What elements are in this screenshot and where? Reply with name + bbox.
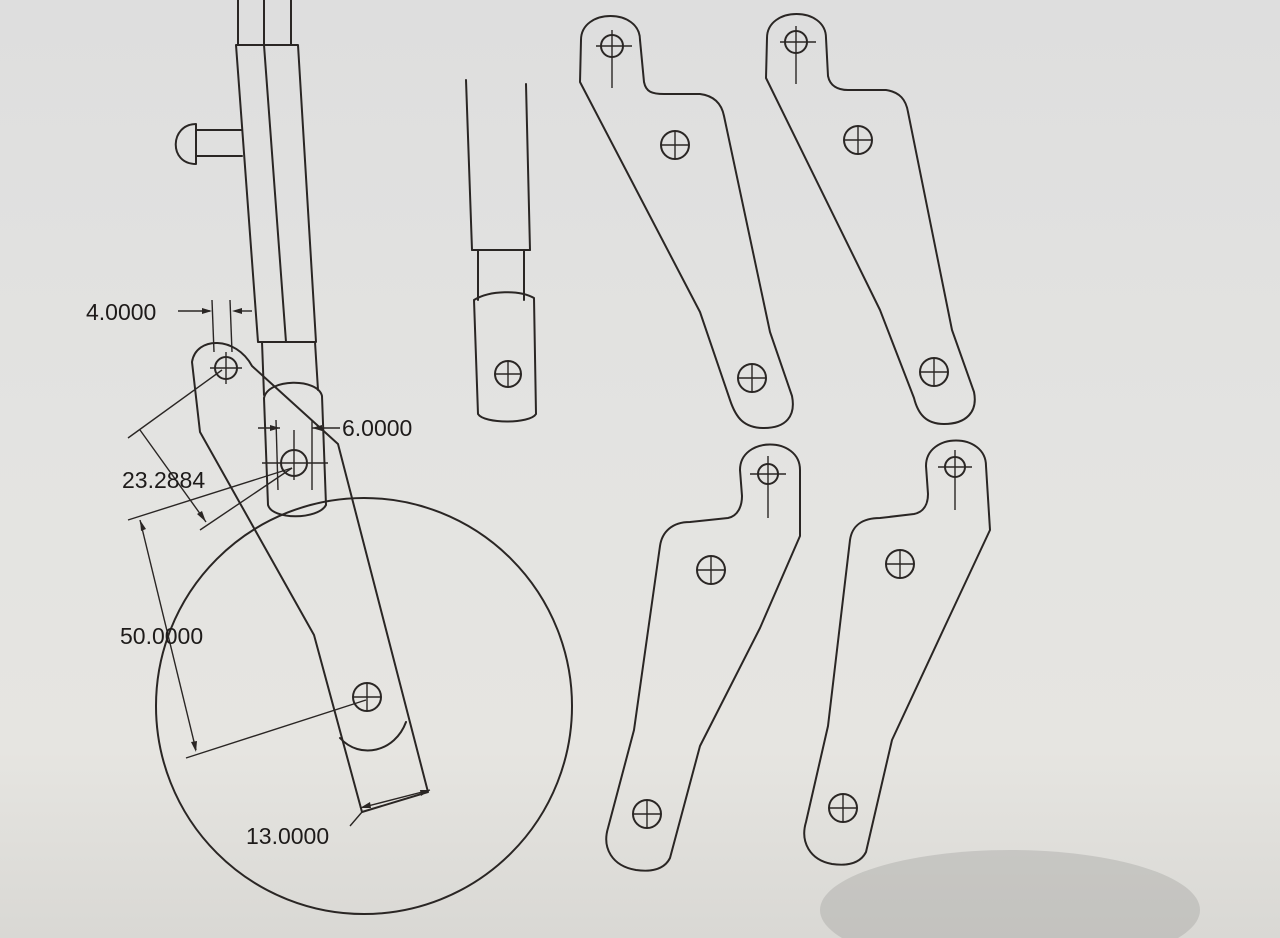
bracket-bottom-right	[803, 439, 991, 866]
wheel-circle	[155, 497, 573, 915]
bolt-head	[174, 123, 197, 165]
landing-gear-assembly: 4.0000 6.0000 23.2884 50.0000 13.0000	[86, 0, 573, 915]
dimension-label-4: 4.0000	[86, 299, 156, 325]
bracket-bottom-left	[605, 443, 801, 872]
dimension-label-50: 50.0000	[120, 623, 203, 649]
photo-shadow	[820, 850, 1200, 938]
fork-end	[263, 381, 327, 518]
dimension-label-13: 13.0000	[246, 823, 329, 849]
dimension-label-6: 6.0000	[342, 415, 412, 441]
bracket-top-right	[765, 13, 976, 425]
bracket-top-left	[579, 15, 794, 429]
dimension-label-23: 23.2884	[122, 467, 205, 493]
dimension-lines	[127, 299, 431, 827]
strut-end-part	[465, 79, 537, 423]
gear-leg	[191, 342, 429, 813]
